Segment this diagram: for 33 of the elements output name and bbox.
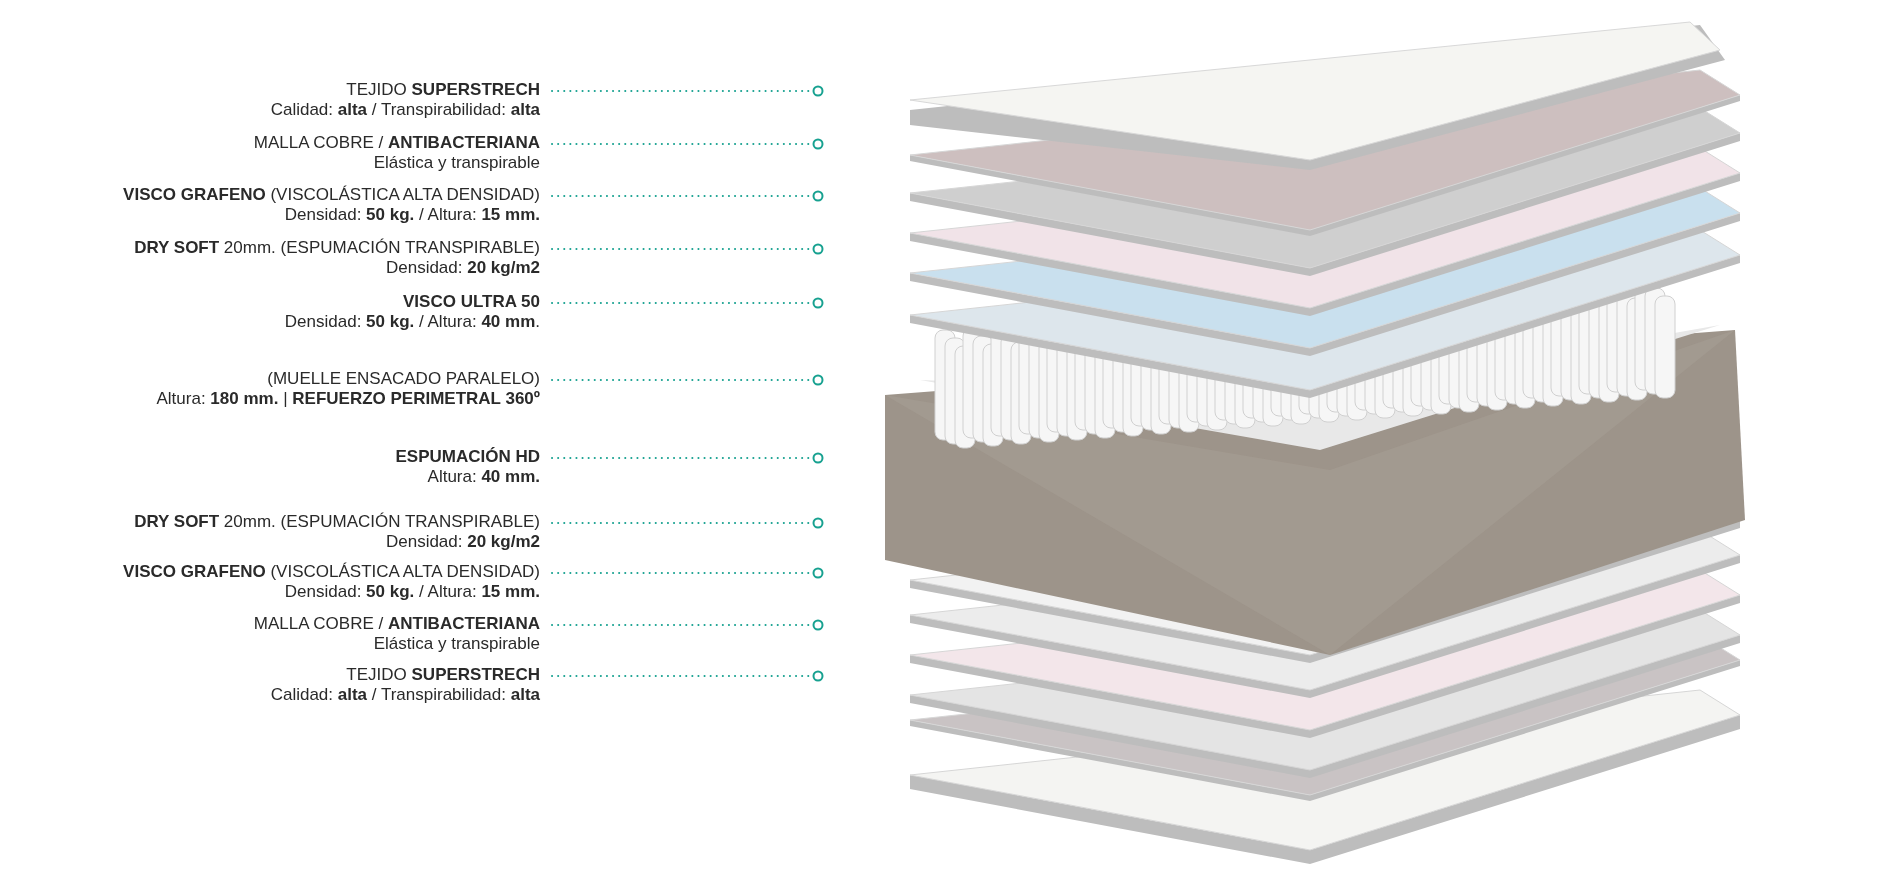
layer-name: VISCO GRAFENO (VISCOLÁSTICA ALTA DENSIDAD)	[123, 562, 540, 582]
layer-spec: Calidad: alta / Transpirabilidad: alta	[270, 685, 540, 705]
leader-line	[551, 670, 824, 682]
leader-line	[551, 452, 824, 464]
leader-line	[551, 190, 824, 202]
layer-spec: Densidad: 50 kg. / Altura: 40 mm.	[284, 312, 540, 332]
layer-spec: Altura: 40 mm.	[427, 467, 540, 487]
layer-name: MALLA COBRE / ANTIBACTERIANA	[253, 133, 540, 153]
layer-spec: Calidad: alta / Transpirabilidad: alta	[270, 100, 540, 120]
layer-name: MALLA COBRE / ANTIBACTERIANA	[253, 614, 540, 634]
leader-line	[551, 619, 824, 631]
layer-name: ESPUMACIÓN HD	[395, 447, 540, 467]
layer-name: VISCO GRAFENO (VISCOLÁSTICA ALTA DENSIDAD)	[123, 185, 540, 205]
leader-line	[551, 517, 824, 529]
layer-spec: Densidad: 50 kg. / Altura: 15 mm.	[284, 582, 540, 602]
layer-spec: Densidad: 50 kg. / Altura: 15 mm.	[284, 205, 540, 225]
layer-spec: Elástica y transpirable	[373, 153, 540, 173]
layer-spec: Densidad: 20 kg/m2	[385, 258, 540, 278]
layer-name: DRY SOFT 20mm. (ESPUMACIÓN TRANSPIRABLE)	[134, 238, 540, 258]
layer-spec: Altura: 180 mm. | REFUERZO PERIMETRAL 360º	[156, 389, 540, 409]
layer-spec: Densidad: 20 kg/m2	[385, 532, 540, 552]
layer-name: VISCO ULTRA 50	[403, 292, 540, 312]
layer-name: (MUELLE ENSACADO PARALELO)	[267, 369, 540, 389]
leader-line	[551, 567, 824, 579]
leader-line	[551, 85, 824, 97]
layer-name: TEJIDO SUPERSTRECH	[346, 80, 540, 100]
leader-line	[551, 374, 824, 386]
layer-spec: Elástica y transpirable	[373, 634, 540, 654]
layer-name: TEJIDO SUPERSTRECH	[346, 665, 540, 685]
layer-name: DRY SOFT 20mm. (ESPUMACIÓN TRANSPIRABLE)	[134, 512, 540, 532]
leader-line	[551, 297, 824, 309]
leader-line	[551, 243, 824, 255]
leader-line	[551, 138, 824, 150]
